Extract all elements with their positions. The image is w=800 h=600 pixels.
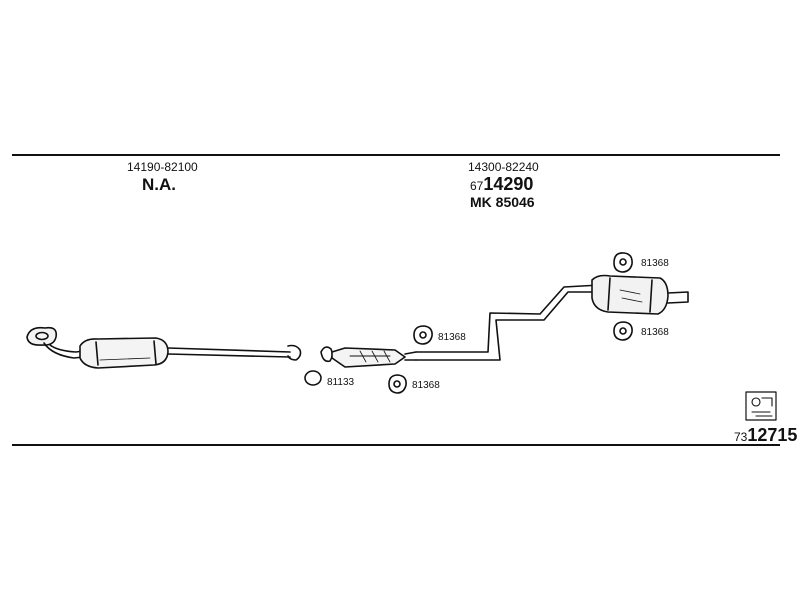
right-code: 6714290: [470, 174, 533, 195]
callout-gasket: 81133: [327, 377, 355, 388]
mk-code: MK 85046: [470, 194, 535, 210]
catalog-prefix: 73: [734, 430, 748, 444]
callout-center: 81368: [438, 332, 466, 343]
rear-pipe: [415, 284, 601, 361]
right-code-main: 14290: [483, 174, 534, 194]
gasket-ring: [304, 370, 322, 386]
catalog-main: 12715: [747, 425, 798, 445]
rubber-hanger-lower: [388, 374, 407, 394]
front-pipe: [43, 342, 93, 359]
catalytic-converter: [320, 346, 417, 368]
right-code-prefix: 67: [470, 179, 484, 193]
right-part-number: 14300-82240: [468, 160, 539, 174]
left-status: N.A.: [142, 175, 176, 194]
bottom-rule: [12, 444, 780, 446]
catalog-number: 7312715: [734, 425, 797, 446]
callout-lower: 81368: [412, 380, 440, 391]
rubber-hanger-right-top: [613, 252, 633, 273]
front-flange: [26, 326, 58, 346]
rear-muffler: [591, 274, 689, 315]
intermediate-pipe: [167, 344, 302, 361]
callout-right-bottom: 81368: [641, 327, 669, 338]
front-muffler: [79, 337, 169, 369]
left-part-number: 14190-82100: [127, 160, 198, 174]
rubber-hanger-right-bottom: [613, 321, 633, 341]
top-rule: [12, 154, 780, 156]
catalog-symbol-icon: [745, 391, 777, 421]
callout-right-top: 81368: [641, 258, 669, 269]
rubber-hanger-center: [413, 325, 433, 345]
